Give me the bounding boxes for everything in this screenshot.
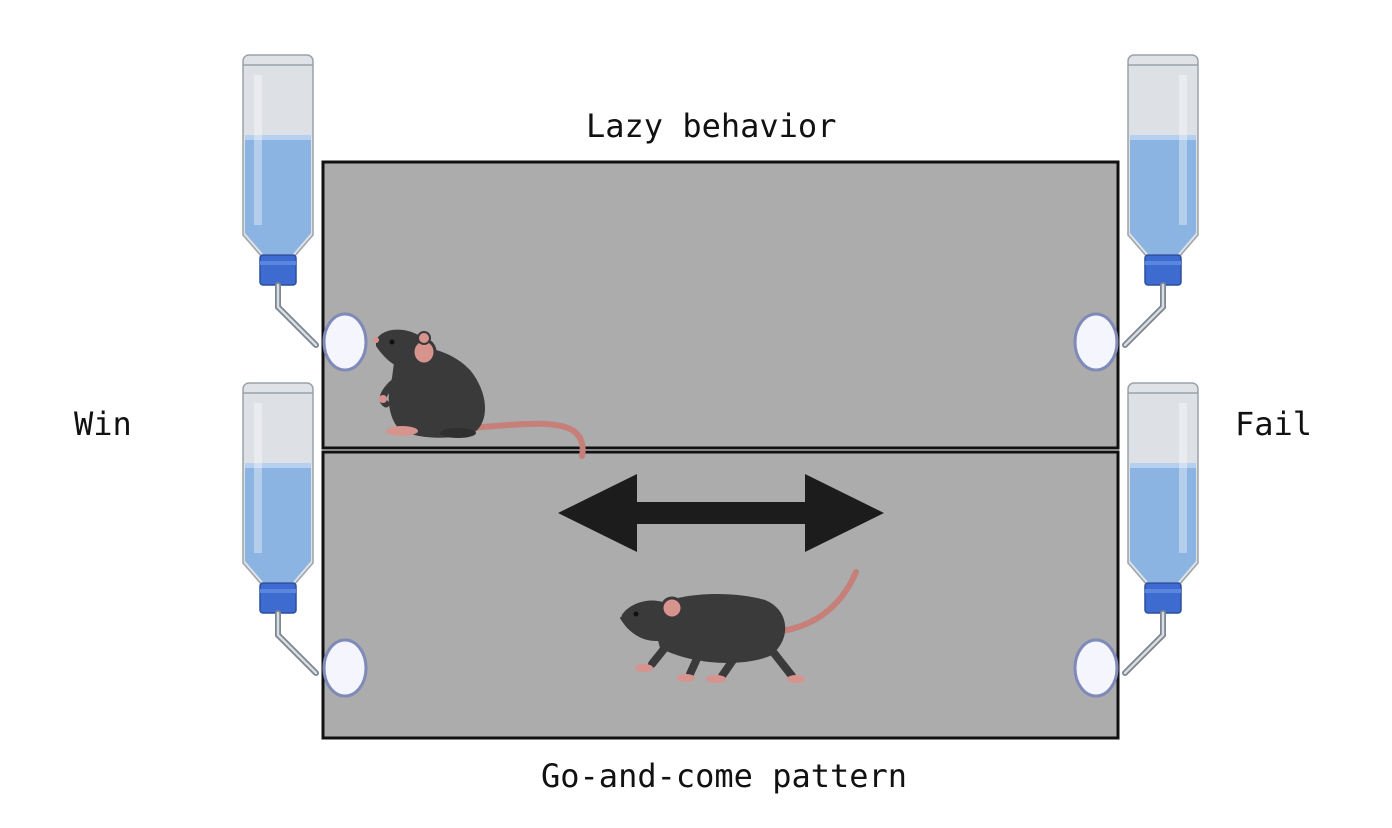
water-bottle-icon [243, 383, 316, 673]
label-win: Win [74, 405, 132, 443]
lick-port-icon [1073, 312, 1119, 372]
mouse-icon [373, 329, 586, 459]
water-bottle-icon [243, 55, 316, 345]
lick-port-icon [322, 638, 368, 698]
water-bottle-icon [1125, 383, 1198, 673]
label-go-and-come-pattern: Go-and-come pattern [541, 757, 908, 795]
water-bottle-icon [1125, 55, 1198, 345]
mouse-icon [609, 569, 859, 683]
label-lazy-behavior: Lazy behavior [586, 107, 837, 145]
lick-port-icon [322, 312, 368, 372]
label-fail: Fail [1235, 405, 1313, 443]
double-arrow-icon [558, 474, 884, 552]
lick-port-icon [1073, 638, 1119, 698]
